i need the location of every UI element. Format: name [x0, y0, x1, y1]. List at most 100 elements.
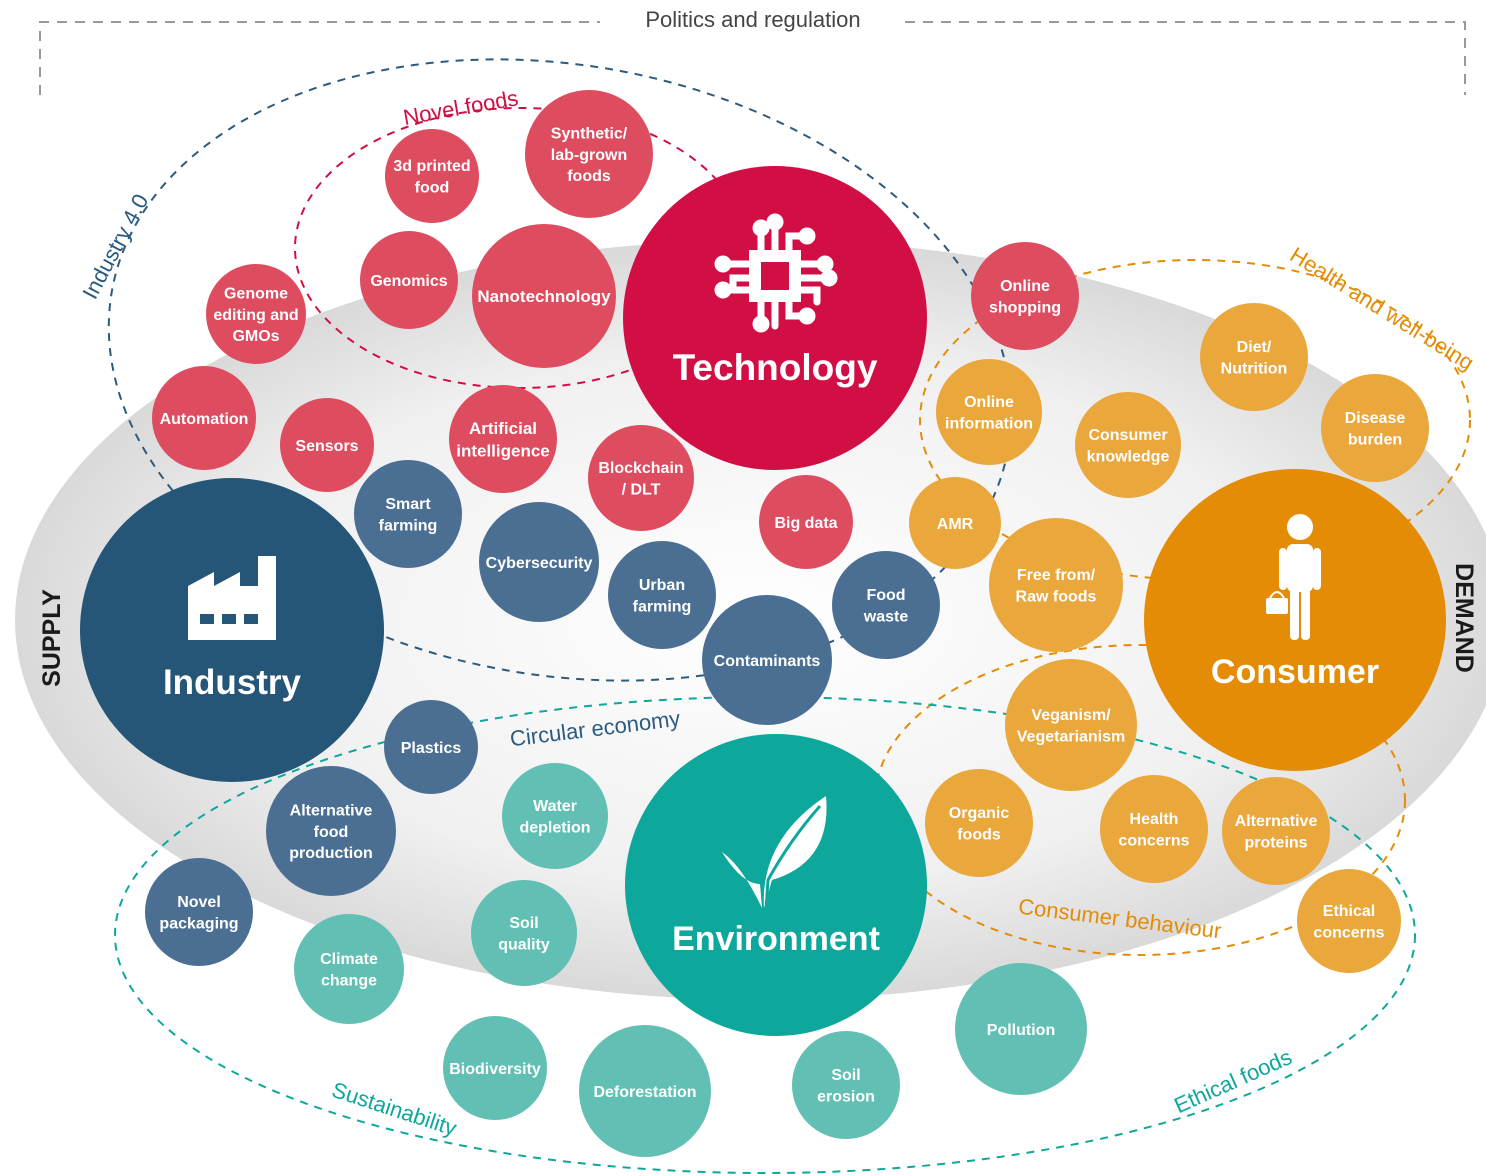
topic-novel-packaging[interactable]: Novel packaging: [145, 858, 253, 966]
topic-blockchain[interactable]: Blockchain/ DLT: [588, 425, 694, 531]
topic-consumer-knowledge[interactable]: Consumer knowledge: [1075, 392, 1181, 498]
topic-free-from[interactable]: Free from/Raw foods: [989, 518, 1123, 652]
topic-bubble: [360, 231, 458, 329]
topic-label: intelligence: [456, 441, 550, 460]
topic-soil-erosion[interactable]: Soil erosion: [792, 1031, 900, 1139]
topic-label: Biodiversity: [449, 1061, 541, 1078]
topic-label: Organic: [949, 805, 1010, 822]
topic-soil-quality[interactable]: Soil quality: [471, 880, 577, 986]
topic-label: Nanotechnology: [477, 287, 611, 306]
topic-bubble: [955, 963, 1087, 1095]
topic-label: 3d printed: [393, 158, 470, 175]
topic-3d-printed[interactable]: 3d printed food: [385, 129, 479, 223]
topic-label: Sensors: [295, 438, 358, 455]
topic-label: Genome: [224, 286, 288, 303]
topic-label: Automation: [160, 411, 249, 428]
topic-label: Diet/: [1237, 339, 1272, 356]
topic-label: erosion: [817, 1088, 875, 1105]
topic-label: Novel: [177, 894, 221, 911]
topic-veganism[interactable]: Veganism/Vegetarianism: [1005, 659, 1137, 791]
topic-label: packaging: [159, 915, 238, 932]
topic-label: Disease: [1345, 410, 1406, 427]
hub-technology[interactable]: Technology: [623, 166, 927, 470]
topic-label: GMOs: [232, 328, 279, 345]
topic-bubble: [936, 359, 1042, 465]
topic-bubble: [145, 858, 253, 966]
topic-diet[interactable]: Diet/Nutrition: [1200, 303, 1308, 411]
topic-organic[interactable]: Organic foods: [925, 769, 1033, 877]
politics-bracket: Politics and regulation: [39, 7, 1466, 95]
topic-bubble: [354, 460, 462, 568]
topic-bubble: [1321, 374, 1429, 482]
hub-environment[interactable]: Environment: [625, 734, 927, 1036]
topic-bubble: [989, 518, 1123, 652]
topic-label: farming: [379, 517, 438, 534]
topic-bubble: [1200, 303, 1308, 411]
topic-label: Blockchain: [598, 460, 683, 477]
topic-big-data[interactable]: Big data: [759, 475, 853, 569]
topic-bubble: [502, 763, 608, 869]
topic-contaminants[interactable]: Contaminants: [702, 595, 832, 725]
topic-label: Soil: [831, 1067, 860, 1084]
topic-pollution[interactable]: Pollution: [955, 963, 1087, 1095]
topic-label: lab-grown: [551, 147, 627, 164]
topic-genomics[interactable]: Genomics: [360, 231, 458, 329]
topic-label: shopping: [989, 299, 1061, 316]
topic-sensors[interactable]: Sensors: [280, 398, 374, 492]
topic-label: Veganism/: [1031, 707, 1111, 724]
factory-icon: [188, 556, 276, 640]
topic-bubble: [206, 264, 306, 364]
topic-label: Online: [1000, 278, 1050, 295]
topic-label: foods: [957, 826, 1001, 843]
topic-nanotechnology[interactable]: Nanotechnology: [472, 224, 616, 368]
topic-bubble: [384, 700, 478, 794]
topic-label: Consumer: [1088, 427, 1167, 444]
topic-biodiversity[interactable]: Biodiversity: [443, 1016, 547, 1120]
topic-label: Vegetarianism: [1017, 728, 1126, 745]
topic-label: Soil: [509, 915, 538, 932]
topic-bubble: [449, 385, 557, 493]
topic-label: information: [945, 415, 1033, 432]
topic-plastics[interactable]: Plastics: [384, 700, 478, 794]
demand-label: DEMAND: [1450, 563, 1478, 673]
topic-bubble: [832, 551, 940, 659]
topic-label: quality: [498, 936, 550, 953]
health-label: Health and well-being: [1286, 242, 1479, 375]
topic-disease-burden[interactable]: Disease burden: [1321, 374, 1429, 482]
hub-consumer[interactable]: Consumer: [1144, 469, 1446, 771]
hub-industry[interactable]: Industry: [80, 478, 384, 782]
topic-label: production: [289, 845, 373, 862]
topic-cybersecurity[interactable]: Cybersecurity: [479, 502, 599, 622]
topic-bubble: [472, 224, 616, 368]
topic-amr[interactable]: AMR: [909, 477, 1001, 569]
topic-label: burden: [1348, 431, 1402, 448]
topic-label: food: [415, 179, 450, 196]
hub-industry-label: Industry: [163, 663, 302, 702]
topic-label: Ethical: [1323, 903, 1375, 920]
topic-label: Food: [866, 587, 905, 604]
topic-automation[interactable]: Automation: [152, 366, 256, 470]
topic-bubble: [1100, 775, 1208, 883]
topic-deforestation[interactable]: Deforestation: [579, 1025, 711, 1157]
topic-bubble: [608, 541, 716, 649]
topic-online-shopping[interactable]: Online shopping: [971, 242, 1079, 350]
topic-label: knowledge: [1087, 448, 1170, 465]
topic-label: Contaminants: [714, 653, 821, 670]
topic-label: Pollution: [987, 1022, 1055, 1039]
